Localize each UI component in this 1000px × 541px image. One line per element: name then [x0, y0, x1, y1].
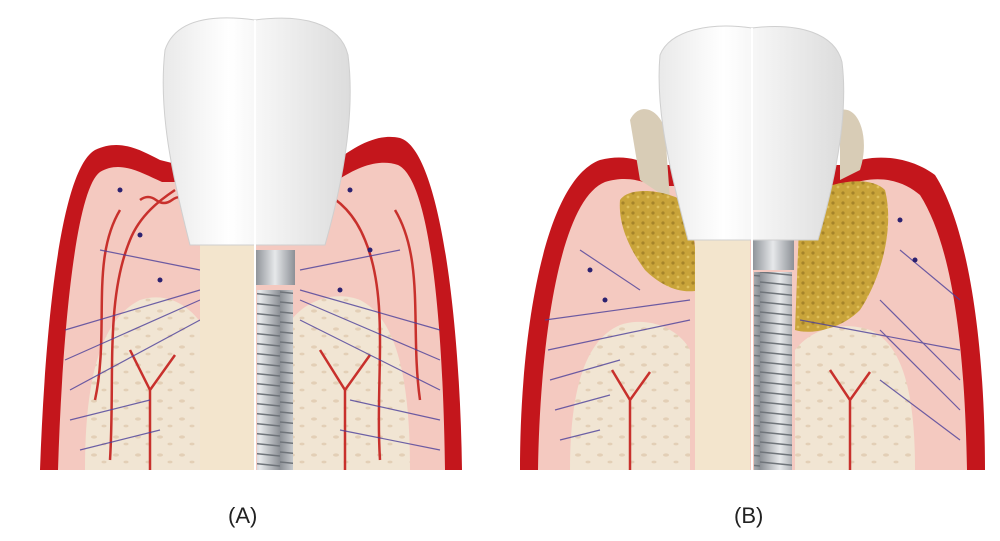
panel-label-b: (B): [734, 503, 763, 529]
panel-label-a: (A): [228, 503, 257, 529]
implant-abutment-b: [752, 240, 794, 270]
implant-screw-b: [754, 272, 792, 470]
tooth-root-a: [200, 240, 255, 470]
crown-a: [163, 18, 350, 245]
implant-screw-a: [257, 290, 293, 470]
panel-a: [40, 18, 462, 470]
panel-b: [520, 26, 985, 470]
tooth-root-b: [695, 235, 750, 470]
implant-abutment-a: [255, 250, 295, 285]
